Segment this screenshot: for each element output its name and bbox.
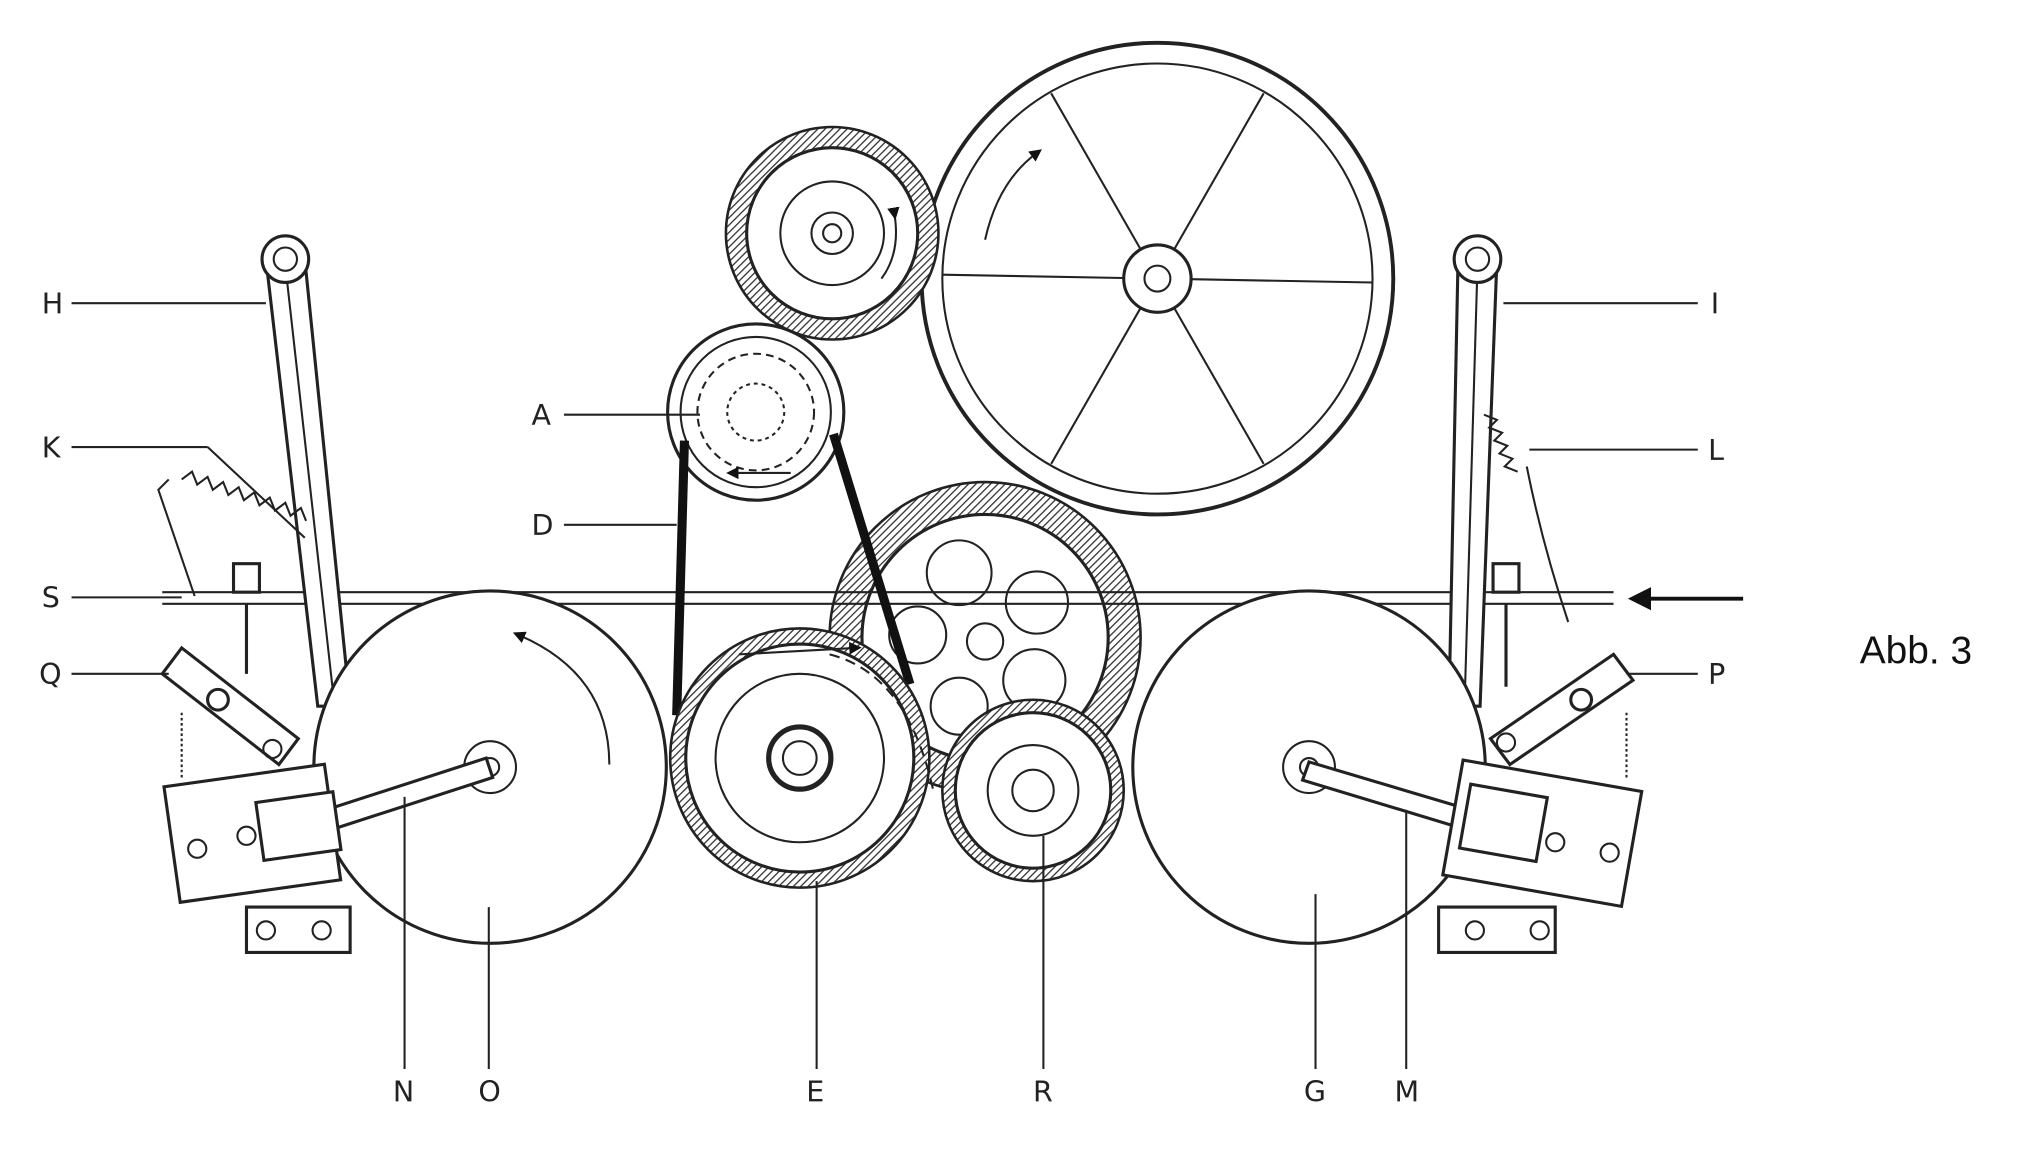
label-M: M: [1395, 1075, 1420, 1108]
label-P: P: [1708, 658, 1725, 691]
wheel-E: [668, 627, 935, 889]
spring-L: [1483, 413, 1570, 623]
label-A: A: [532, 399, 552, 432]
label-H: H: [42, 288, 63, 321]
label-R: R: [1033, 1075, 1053, 1108]
label-L: L: [1708, 434, 1724, 467]
label-E: E: [806, 1075, 824, 1108]
label-S: S: [42, 582, 60, 615]
lever-H: [260, 234, 352, 708]
spring-K: [181, 470, 308, 522]
label-K: K: [42, 431, 62, 464]
label-O: O: [478, 1075, 500, 1108]
lever-I: [1447, 234, 1503, 708]
wheel-R: [941, 698, 1126, 883]
spoked-flywheel: [919, 40, 1396, 517]
label-I: I: [1711, 288, 1719, 321]
belt-D: [672, 432, 915, 716]
bracket-P: [1488, 562, 1636, 767]
figure-caption: Abb. 3: [1860, 629, 1972, 672]
label-G: G: [1304, 1075, 1326, 1108]
label-N: N: [393, 1075, 414, 1108]
bracket-Q: [160, 562, 301, 767]
arm-M: [1300, 758, 1644, 954]
pulley-A: [666, 322, 846, 502]
arm-N: [162, 756, 495, 954]
label-D: D: [532, 509, 554, 542]
leader-lines: [71, 302, 1698, 1070]
label-Q: Q: [39, 658, 61, 691]
upper-drive-wheel: [724, 125, 940, 341]
